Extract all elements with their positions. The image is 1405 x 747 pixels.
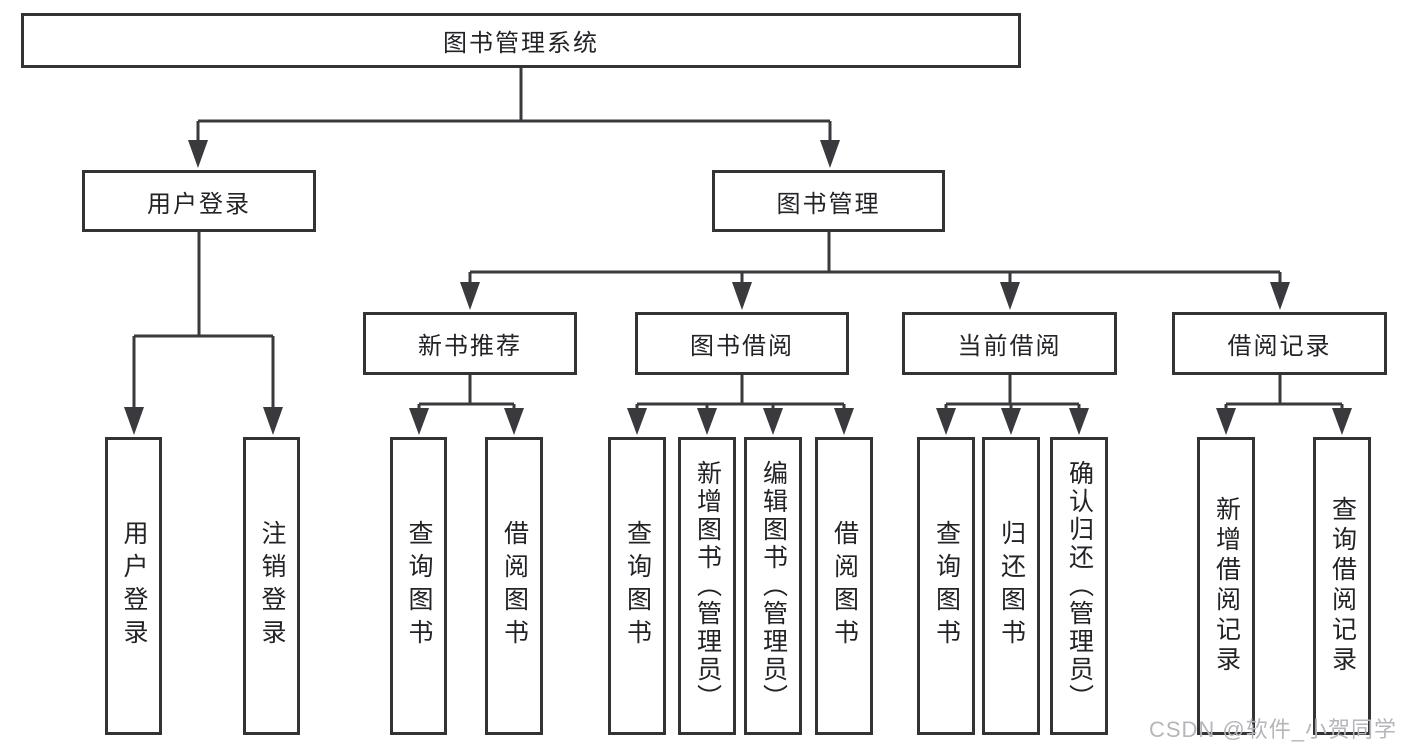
leaf-query-borrow-record: 查询借阅记录 [1313,437,1371,735]
leaf-query-books-borrowing: 查询图书 [608,437,666,735]
leaf-borrow-books-recommend: 借阅图书 [485,437,543,735]
node-book-management: 图书管理 [712,170,945,232]
watermark: CSDN @软件_小贺同学 [1148,717,1397,742]
node-user-login: 用户登录 [82,170,316,232]
node-current-borrowing: 当前借阅 [902,312,1117,375]
leaf-query-books-recommend: 查询图书 [390,437,447,735]
arrowhead-icons [124,140,1352,435]
leaf-query-books-current: 查询图书 [917,437,975,735]
node-borrowing-records: 借阅记录 [1172,312,1387,375]
leaf-borrow-books: 借阅图书 [815,437,873,735]
node-book-borrowing: 图书借阅 [635,312,849,375]
leaf-logout: 注销登录 [243,437,300,735]
leaf-edit-books-admin: 编辑图书（管理员） [744,437,802,735]
leaf-add-borrow-record: 新增借阅记录 [1197,437,1255,735]
leaf-return-books: 归还图书 [982,437,1040,735]
leaf-add-books-admin: 新增图书（管理员） [678,437,736,735]
node-new-book-recommend: 新书推荐 [363,312,577,375]
leaf-user-login: 用户登录 [105,437,162,735]
node-root-library-system: 图书管理系统 [21,13,1021,68]
leaf-confirm-return-admin: 确认归还（管理员） [1050,437,1108,735]
